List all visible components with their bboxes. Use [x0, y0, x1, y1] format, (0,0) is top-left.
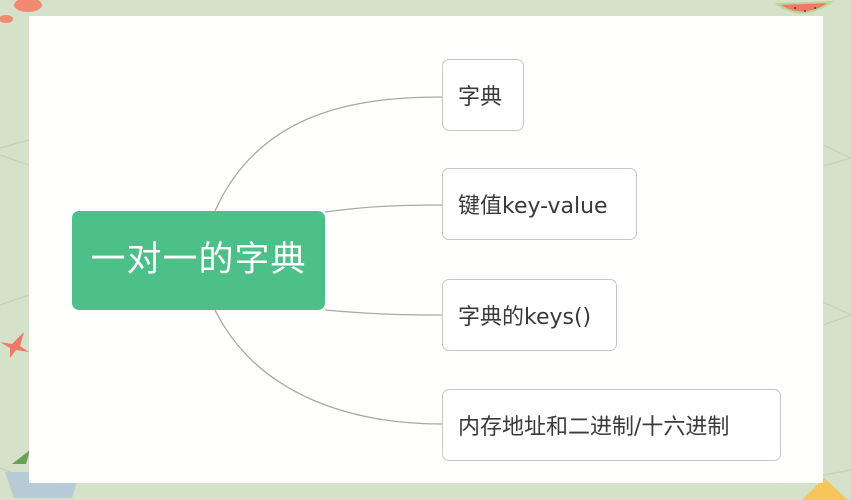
heart-icon	[14, 0, 42, 12]
heart-icon	[0, 15, 13, 23]
child-node-keys[interactable]: 字典的keys()	[442, 279, 617, 351]
root-node[interactable]: 一对一的字典	[72, 211, 325, 310]
child-node-key-value[interactable]: 键值key-value	[442, 168, 637, 240]
watermelon-icon	[775, 0, 835, 14]
shell-icon	[802, 478, 848, 500]
starfish-icon	[0, 332, 29, 358]
child-node-dictionary[interactable]: 字典	[442, 59, 524, 131]
child-node-memory-address[interactable]: 内存地址和二进制/十六进制	[442, 389, 781, 461]
